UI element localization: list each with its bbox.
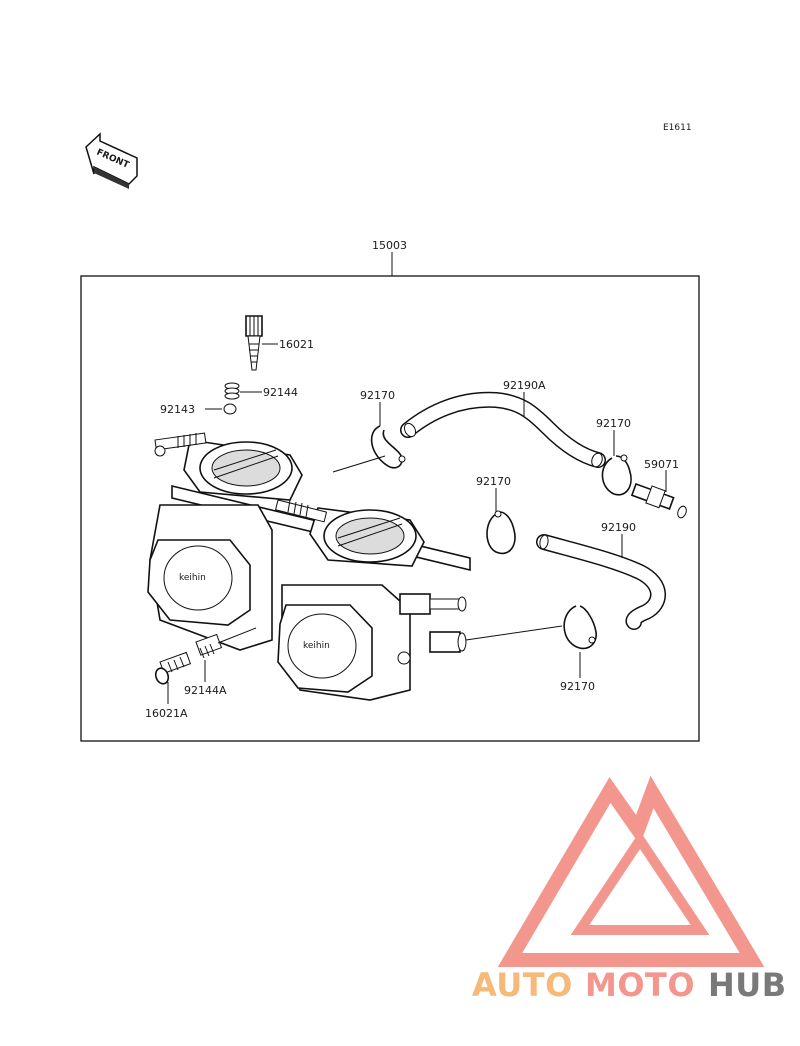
callout-15003: 15003 <box>372 239 407 252</box>
automotohub-logo: AUTO MOTO HUB <box>472 775 787 1004</box>
callout-16021A: 16021A <box>145 707 188 720</box>
callout-92170-3: 92170 <box>476 475 511 488</box>
callout-92170-1: 92170 <box>360 389 395 402</box>
keihin-mark-left: keihin <box>179 573 206 583</box>
pilot-screw-top-icon <box>245 315 263 371</box>
callout-92170-2: 92170 <box>596 417 631 430</box>
clip-1-icon <box>370 425 403 469</box>
fitting-icon <box>630 482 687 519</box>
front-arrow-icon: FRONT <box>85 132 138 189</box>
assembly-frame <box>80 275 700 742</box>
logo-text-auto: AUTO <box>472 966 573 1004</box>
spring-bottom-icon <box>195 633 223 659</box>
clip-2-icon <box>601 455 632 496</box>
carburetor-assembly: keihin keihin <box>147 432 471 701</box>
callout-92144: 92144 <box>263 386 298 399</box>
callout-92143: 92143 <box>160 403 195 416</box>
pilot-screw-bottom-icon <box>154 651 192 685</box>
callout-92144A: 92144A <box>184 684 227 697</box>
hose-a-icon <box>401 393 605 467</box>
hose-b-icon <box>537 535 665 629</box>
keihin-mark-right: keihin <box>303 641 330 651</box>
diagram-code: E1611 <box>663 123 692 133</box>
clip-4-icon <box>563 605 597 650</box>
callout-92190: 92190 <box>601 521 636 534</box>
callout-59071: 59071 <box>644 458 679 471</box>
logo-text-hub: HUB <box>708 966 787 1004</box>
washer-icon <box>223 403 237 415</box>
spring-top-icon <box>224 382 240 400</box>
clip-3-icon <box>486 511 516 555</box>
callout-16021: 16021 <box>279 338 314 351</box>
callout-92190A: 92190A <box>503 379 546 392</box>
callout-92170-4: 92170 <box>560 680 595 693</box>
logo-text-moto: MOTO <box>585 966 695 1004</box>
